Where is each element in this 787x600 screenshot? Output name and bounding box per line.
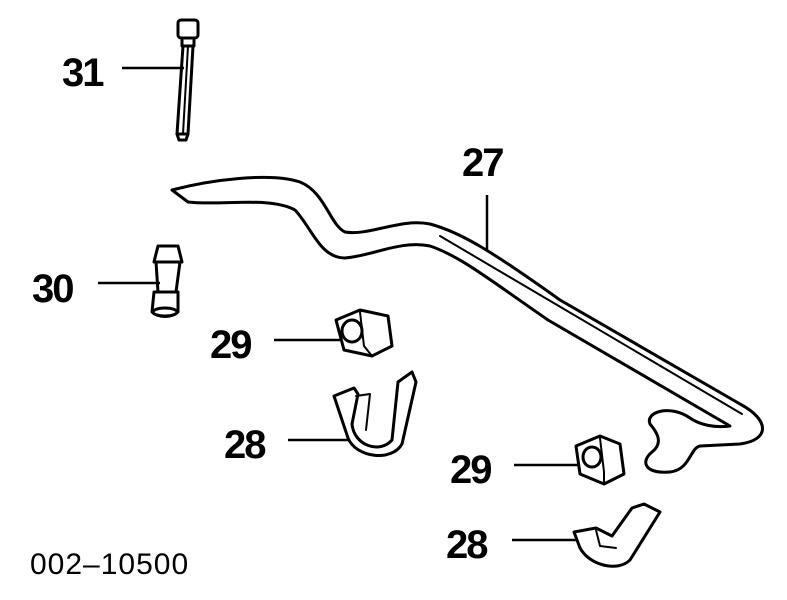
- stabilizer-bar-27: [170, 175, 764, 474]
- callout-31: 31: [62, 51, 104, 95]
- link-30: [150, 244, 184, 318]
- callout-29-upper: 29: [210, 323, 251, 367]
- callout-27: 27: [462, 141, 503, 185]
- diagram-id: 002–10500: [30, 548, 189, 581]
- callout-30: 30: [32, 267, 73, 311]
- callout-29-lower: 29: [450, 448, 491, 492]
- bushing-29-lower: [574, 434, 626, 486]
- bushing-29-upper: [334, 308, 394, 358]
- bracket-28-upper: [332, 370, 418, 457]
- callout-28-upper: 28: [224, 423, 266, 467]
- bolt-31: [175, 18, 200, 142]
- callout-28-lower: 28: [446, 523, 488, 567]
- bracket-28-lower: [572, 502, 662, 568]
